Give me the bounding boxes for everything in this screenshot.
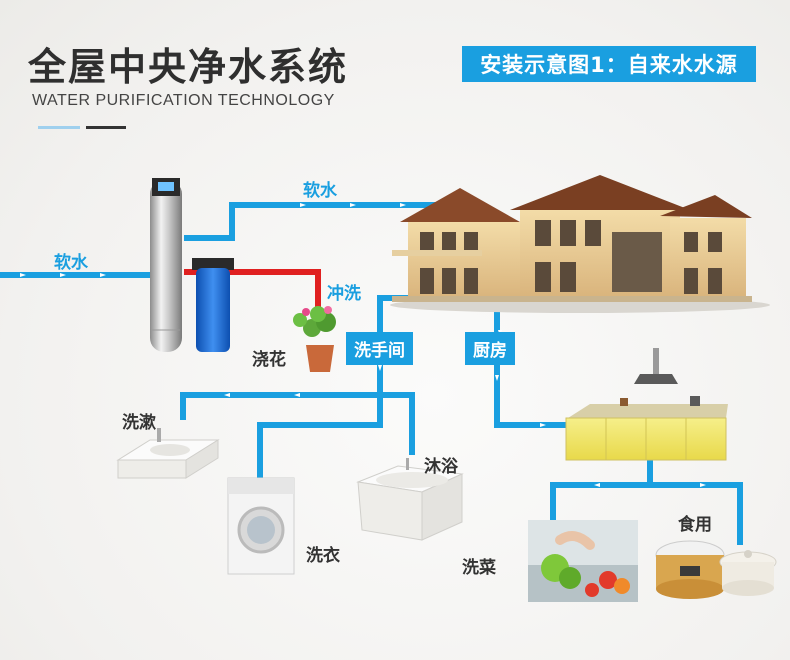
label-flush: 冲洗 <box>327 284 361 304</box>
label-watering: 浇花 <box>252 350 286 370</box>
page-title: 全屋中央净水系统 <box>28 45 349 89</box>
range-hood-icon <box>634 348 678 384</box>
pipe-bathroom-mid <box>257 395 383 480</box>
water-softener-tank-icon <box>150 178 182 352</box>
label-soft-water-top: 软水 <box>303 181 337 201</box>
label-cooking: 食用 <box>678 515 712 535</box>
install-banner: 安装示意图1：自来水水源 <box>462 46 756 82</box>
flower-pot-icon <box>293 306 336 372</box>
blue-filter-icon <box>192 258 234 352</box>
house-icon <box>390 175 770 313</box>
bathtub-icon <box>356 458 464 541</box>
tag-kitchen: 厨房 <box>465 332 515 365</box>
pot-icon <box>719 550 777 596</box>
pipe-bathroom-left <box>180 392 380 420</box>
washbasin-icon <box>116 428 220 479</box>
label-wash-veg: 洗菜 <box>462 558 496 578</box>
pipe-cabinet-down <box>550 460 653 520</box>
tag-bathroom: 洗手间 <box>346 332 413 365</box>
vegetable-washing-icon <box>528 520 638 602</box>
pipe-cabinet-right <box>650 482 743 545</box>
kitchen-cabinet-icon <box>565 396 728 461</box>
rice-cooker-icon <box>655 540 725 599</box>
title-underline-light <box>38 126 80 129</box>
label-soft-water-in: 软水 <box>54 253 88 273</box>
label-laundry: 洗衣 <box>306 546 340 566</box>
label-wash-face: 洗漱 <box>122 413 156 433</box>
pipe-tank-to-top <box>184 202 455 241</box>
washing-machine-icon <box>227 477 295 575</box>
flow-arrows <box>20 203 706 487</box>
pipe-bathroom-right <box>380 392 415 455</box>
page-subtitle: WATER PURIFICATION TECHNOLOGY <box>32 92 335 109</box>
label-bath: 沐浴 <box>424 457 458 477</box>
title-underline-dark <box>86 126 126 129</box>
